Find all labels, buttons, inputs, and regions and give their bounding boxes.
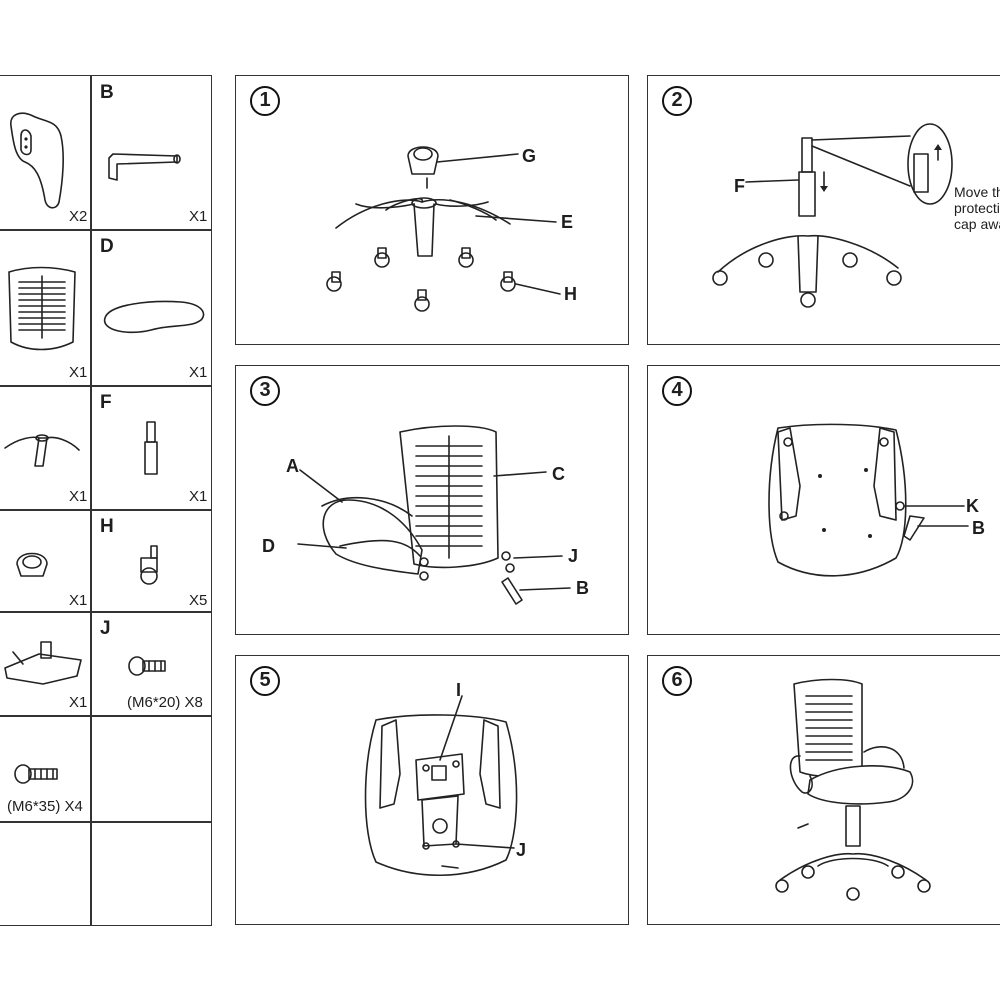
part-letter: F (100, 392, 112, 413)
bolt-m6-35-icon (14, 764, 58, 784)
label-c: C (552, 464, 565, 484)
step-number: 6 (662, 666, 692, 696)
seat-cushion-icon (103, 300, 205, 334)
part-cell-j: J (M6*20) X8 (90, 611, 212, 717)
label-g: G (522, 146, 537, 166)
part-cell-g: X1 (0, 509, 92, 613)
part-cell-empty (90, 715, 212, 823)
backrest-icon (8, 266, 76, 351)
step-6-panel: 6 (647, 655, 1000, 925)
step-4-panel: 4 K B (647, 365, 1000, 635)
assembled-chair-diagram (775, 678, 931, 901)
step-1-panel: 1 G E H (235, 75, 629, 345)
label-j: J (516, 840, 527, 860)
gas-lift-icon (144, 421, 158, 475)
part-letter: D (100, 236, 114, 257)
seat-underside-diagram (768, 423, 969, 577)
part-cell-k: (M6*35) X4 (0, 715, 92, 823)
label-b: B (972, 518, 985, 538)
label-i: I (456, 680, 462, 700)
part-qty: X1 (189, 488, 208, 505)
step-number: 2 (662, 86, 692, 116)
label-k: K (966, 496, 979, 516)
base-icon (4, 434, 80, 467)
step-number: 1 (250, 86, 280, 116)
part-cell-e: X1 (0, 385, 92, 511)
step-5-panel: 5 I J (235, 655, 629, 925)
label-e: E (561, 212, 574, 232)
step-3-panel: 3 A C D J B (235, 365, 629, 635)
mechanism-mount-diagram (364, 695, 518, 877)
part-cell-i: X1 (0, 611, 92, 717)
caster-icon (140, 545, 158, 585)
part-cell-c: X1 (0, 229, 92, 387)
label-b: B (576, 578, 589, 598)
part-cell-f: F X1 (90, 385, 212, 511)
mechanism-icon (4, 641, 82, 685)
part-cell-a: X2 (0, 75, 92, 231)
gas-lift-insert-diagram (712, 123, 953, 308)
part-qty: X2 (69, 208, 88, 225)
part-qty: (M6*20) X8 (127, 694, 203, 711)
part-qty: X1 (189, 208, 208, 225)
gas-lift-cover-icon (16, 552, 48, 577)
base-assembly-diagram (326, 146, 561, 312)
armrest-icon (10, 112, 64, 209)
step-number: 4 (662, 376, 692, 406)
label-j: J (568, 546, 579, 566)
backrest-armrest-diagram (297, 425, 571, 605)
bolt-m6-20-icon (128, 656, 166, 676)
part-qty: X1 (69, 694, 88, 711)
part-cell-empty (0, 821, 92, 926)
allen-key-icon (108, 153, 181, 181)
step-number: 3 (250, 376, 280, 406)
label-f: F (734, 176, 745, 196)
part-qty: X5 (189, 592, 208, 609)
part-qty: X1 (189, 364, 208, 381)
part-letter: J (100, 618, 111, 639)
part-qty: (M6*35) X4 (7, 798, 83, 815)
label-a: A (286, 456, 299, 476)
part-cell-b: B X1 (90, 75, 212, 231)
part-letter: B (100, 82, 114, 103)
part-letter: H (100, 516, 114, 537)
part-qty: X1 (69, 364, 88, 381)
protection-cap-note: Move th protectio cap awa (954, 184, 1000, 232)
step-2-panel: 2 F Move th protectio cap awa (647, 75, 1000, 345)
label-h: H (564, 284, 577, 304)
step-number: 5 (250, 666, 280, 696)
part-cell-h: H X5 (90, 509, 212, 613)
part-qty: X1 (69, 592, 88, 609)
part-qty: X1 (69, 488, 88, 505)
label-d: D (262, 536, 275, 556)
part-cell-d: D X1 (90, 229, 212, 387)
part-cell-empty (90, 821, 212, 926)
